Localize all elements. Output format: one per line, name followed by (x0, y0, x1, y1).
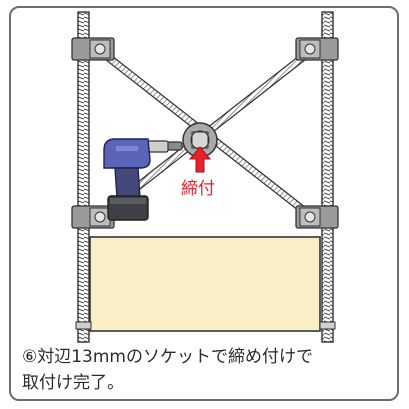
clamp-top-left-icon (71, 37, 115, 61)
threaded-rod-left-icon (77, 11, 90, 343)
tighten-label: 締付 (181, 179, 215, 199)
rod-collar-icon (75, 321, 336, 330)
panel-icon (89, 236, 321, 332)
clamp-bottom-right-icon (295, 205, 339, 229)
impact-driver-icon (103, 138, 183, 221)
caption-line-2: 取付け完了。 (22, 373, 124, 393)
clamp-bottom-left-icon (71, 205, 115, 229)
clamp-top-right-icon (295, 37, 339, 61)
caption-line-1: ⑥対辺13mmのソケットで締め付けで (22, 347, 313, 367)
arrow-up-icon (188, 146, 212, 173)
threaded-rod-right-icon (321, 11, 334, 343)
instruction-caption: ⑥対辺13mmのソケットで締め付けで 取付け完了。 (22, 344, 392, 396)
instruction-card (9, 6, 399, 401)
